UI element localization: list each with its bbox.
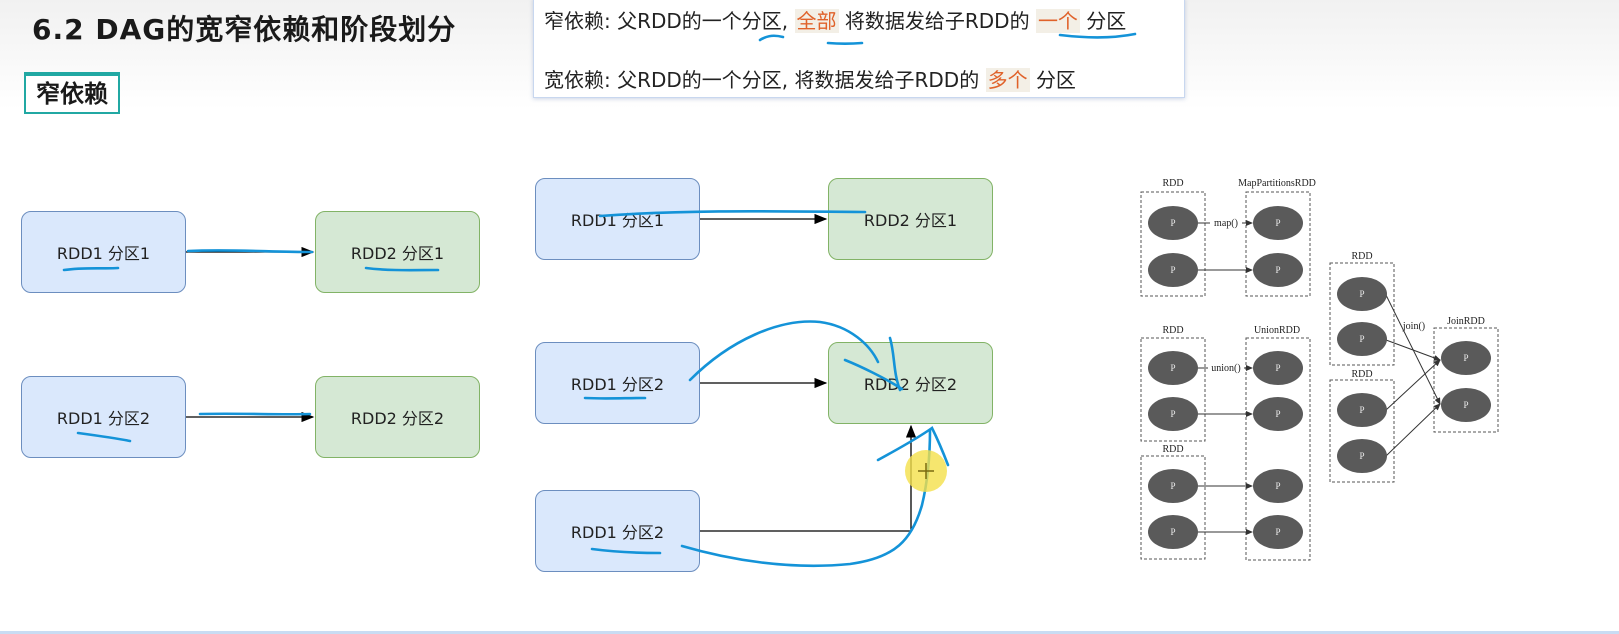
- partition-label: P: [1359, 334, 1364, 344]
- partition-label: P: [1463, 400, 1468, 410]
- wide-parent-partition-3: RDD1 分区2: [535, 490, 700, 572]
- union-group: [1140, 337, 1311, 561]
- figure-label: RDD: [1351, 251, 1372, 262]
- partition-label: P: [1275, 409, 1280, 419]
- note-text: 将数据发给子RDD的: [844, 9, 1030, 33]
- partition-label: P: [1170, 218, 1175, 228]
- figure-op-label: map(): [1214, 218, 1238, 229]
- arrow: [700, 424, 917, 532]
- wide-parent-partition-1: RDD1 分区1: [535, 178, 700, 260]
- partition-label: P: [1170, 265, 1175, 275]
- partition-label: P: [1170, 527, 1175, 537]
- wide-dependency-note: 宽依赖: 父RDD的一个分区, 将数据发给子RDD的 多个 分区: [544, 64, 1076, 93]
- note-text: 分区: [1035, 68, 1076, 92]
- narrow-dependency-note: 窄依赖: 父RDD的一个分区, 全部 将数据发给子RDD的 一个 分区: [544, 5, 1126, 34]
- figure-label: RDD: [1162, 444, 1183, 455]
- partition-label: P: [1170, 363, 1175, 373]
- figure-label: JoinRDD: [1447, 316, 1485, 327]
- partition-label: P: [1275, 363, 1280, 373]
- bottom-edge-bar: [0, 631, 1619, 634]
- highlight-all: 全部: [794, 9, 839, 33]
- partition-label: P: [1275, 218, 1280, 228]
- partition-label: P: [1275, 481, 1280, 491]
- partition-label: P: [1463, 353, 1468, 363]
- figure-label: RDD: [1162, 178, 1183, 189]
- narrow-child-partition-2: RDD2 分区2: [315, 376, 480, 458]
- note-text: 宽依赖: 父RDD的一个分区, 将数据发给子RDD的: [544, 68, 980, 92]
- partition-label: P: [1275, 265, 1280, 275]
- wide-child-partition-1: RDD2 分区1: [828, 178, 993, 260]
- wide-parent-partition-2: RDD1 分区2: [535, 342, 700, 424]
- highlight-one: 一个: [1035, 9, 1080, 33]
- notes-panel: 窄依赖: 父RDD的一个分区, 全部 将数据发给子RDD的 一个 分区 宽依赖:…: [533, 0, 1185, 98]
- note-text: 分区: [1086, 9, 1127, 33]
- figure-op-label: union(): [1211, 363, 1240, 374]
- partition-label: P: [1359, 405, 1364, 415]
- partition-label: P: [1170, 409, 1175, 419]
- figure-op-label: join(): [1402, 321, 1425, 332]
- join-group: [1329, 262, 1499, 483]
- narrow-child-partition-1: RDD2 分区1: [315, 211, 480, 293]
- partition-label: P: [1359, 289, 1364, 299]
- cursor-crosshair-icon: [918, 463, 934, 479]
- figure-label: RDD: [1162, 325, 1183, 336]
- pen-annotations: [62, 32, 1137, 568]
- partition-label: P: [1170, 481, 1175, 491]
- figure-label: UnionRDD: [1254, 325, 1300, 336]
- partition-label: P: [1359, 451, 1364, 461]
- highlight-many: 多个: [985, 68, 1030, 92]
- figure-label: RDD: [1351, 369, 1372, 380]
- partition-label: P: [1275, 527, 1280, 537]
- section-tag: 窄依赖: [24, 72, 120, 114]
- narrow-parent-partition-2: RDD1 分区2: [21, 376, 186, 458]
- figure-label: MapPartitionsRDD: [1238, 178, 1316, 189]
- map-group: [1140, 191, 1311, 297]
- narrow-parent-partition-1: RDD1 分区1: [21, 211, 186, 293]
- slide-title: 6.2 DAG的宽窄依赖和阶段划分: [32, 13, 457, 46]
- note-text: 窄依赖: 父RDD的一个分区,: [544, 9, 789, 33]
